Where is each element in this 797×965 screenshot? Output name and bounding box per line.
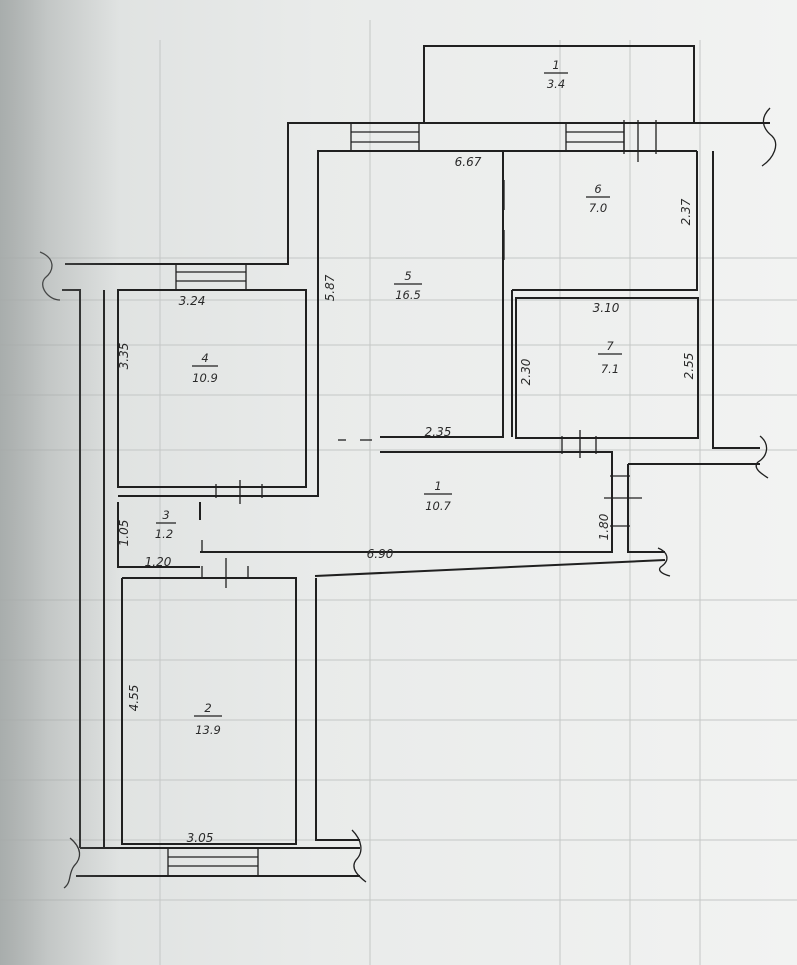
room-number-3: 3 — [162, 508, 169, 522]
page-edge-shadow — [0, 0, 120, 965]
door-marks — [201, 120, 657, 588]
dim-3-05: 3.05 — [187, 831, 214, 845]
dim-3-35: 3.35 — [117, 343, 131, 370]
room-number-7: 7 — [606, 339, 614, 353]
dim-4-55: 4.55 — [127, 685, 141, 712]
dim-2-55: 2.55 — [682, 353, 696, 380]
dim-3-10: 3.10 — [593, 301, 620, 315]
dim-6-90: 6.90 — [367, 547, 394, 561]
break-lines — [39, 107, 777, 889]
room-area-6: 7.0 — [589, 201, 607, 215]
room-area-3: 1.2 — [155, 527, 173, 541]
room-area-5: 16.5 — [395, 288, 421, 302]
dim-2-35: 2.35 — [425, 425, 452, 439]
dim-5-87: 5.87 — [323, 274, 337, 301]
dim-1-05: 1.05 — [117, 520, 131, 547]
room-area-7: 7.1 — [601, 362, 619, 376]
room-area-4: 10.9 — [192, 371, 218, 385]
dim-6-67: 6.67 — [455, 155, 482, 169]
room-area-2: 13.9 — [195, 723, 221, 737]
interior-walls — [117, 151, 699, 845]
room-number-hall: 1 — [434, 479, 441, 493]
room-number-balcony: 1 — [552, 58, 559, 72]
dimension-labels: 6.67 2.37 5.87 3.24 3.35 3.10 2.30 2.55 … — [117, 155, 696, 845]
room-number-5: 5 — [404, 269, 411, 283]
room-labels: 1 3.4 5 16.5 6 7.0 4 10.9 7 7.1 1 10.7 3… — [155, 58, 622, 737]
dim-2-37: 2.37 — [679, 198, 693, 225]
room-number-6: 6 — [594, 182, 601, 196]
exterior-walls — [62, 45, 770, 877]
background-grid — [0, 20, 797, 965]
dim-1-80: 1.80 — [597, 513, 611, 540]
room-area-balcony: 3.4 — [547, 77, 565, 91]
room-area-hall: 10.7 — [425, 499, 451, 513]
windows — [167, 122, 625, 877]
dim-2-30: 2.30 — [519, 358, 533, 385]
room-number-4: 4 — [201, 351, 208, 365]
dim-1-20: 1.20 — [145, 555, 172, 569]
dim-3-24: 3.24 — [179, 294, 206, 308]
room-number-2: 2 — [204, 701, 211, 715]
